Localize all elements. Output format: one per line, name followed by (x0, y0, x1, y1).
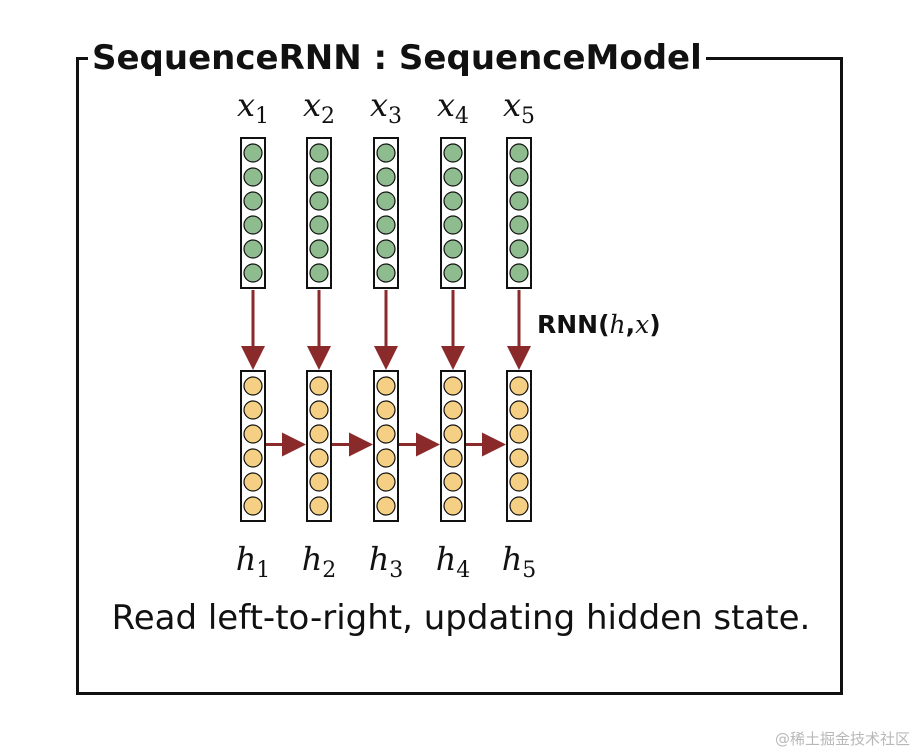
hidden-vector-1-unit (243, 472, 263, 492)
hidden-label-3: h3 (368, 540, 404, 583)
hidden-vector-2-unit (309, 448, 329, 468)
input-vector-1-unit (243, 143, 263, 163)
hidden-vector-1-box (240, 370, 266, 522)
input-vector-5-unit (509, 143, 529, 163)
input-vector-5-box (506, 137, 532, 289)
hidden-vector-5-unit (509, 472, 529, 492)
input-vector-1-unit (243, 263, 263, 283)
input-label-3: x3 (369, 86, 403, 129)
input-vector-3-box (373, 137, 399, 289)
watermark: @稀土掘金技术社区 (774, 730, 910, 748)
input-vector-3-unit (376, 167, 396, 187)
input-vector-5-unit (509, 263, 529, 283)
hidden-vector-2-unit (309, 496, 329, 516)
hidden-vector-4-unit (443, 424, 463, 444)
input-vector-5-unit (509, 215, 529, 235)
input-vector-3-unit (376, 239, 396, 259)
hidden-vector-2-unit (309, 472, 329, 492)
input-vector-2-unit (309, 239, 329, 259)
hidden-vector-3-unit (376, 472, 396, 492)
hidden-vector-3-unit (376, 400, 396, 420)
input-label-4: x4 (436, 86, 470, 129)
caption: Read left-to-right, updating hidden stat… (111, 598, 811, 638)
hidden-vector-5-unit (509, 448, 529, 468)
hidden-vector-5-unit (509, 376, 529, 396)
hidden-vector-4-unit (443, 400, 463, 420)
hidden-vector-1-unit (243, 496, 263, 516)
hidden-vector-2-unit (309, 376, 329, 396)
hidden-vector-1-unit (243, 376, 263, 396)
input-vector-2-unit (309, 143, 329, 163)
input-vector-1-unit (243, 215, 263, 235)
hidden-vector-5-unit (509, 400, 529, 420)
input-vector-4-unit (443, 263, 463, 283)
input-vector-1-unit (243, 167, 263, 187)
input-vector-2-unit (309, 263, 329, 283)
input-vector-4-unit (443, 143, 463, 163)
hidden-vector-1-unit (243, 400, 263, 420)
input-label-5: x5 (502, 86, 536, 129)
input-vector-4-unit (443, 191, 463, 211)
input-vector-4-unit (443, 239, 463, 259)
hidden-vector-2-unit (309, 400, 329, 420)
input-vector-2-unit (309, 167, 329, 187)
input-vector-4-unit (443, 167, 463, 187)
input-vector-2-unit (309, 215, 329, 235)
hidden-vector-3-unit (376, 496, 396, 516)
input-vector-3-unit (376, 143, 396, 163)
hidden-vector-3-unit (376, 376, 396, 396)
input-vector-5-unit (509, 239, 529, 259)
hidden-label-1: h1 (235, 540, 271, 583)
input-vector-3-unit (376, 191, 396, 211)
hidden-vector-3-unit (376, 424, 396, 444)
hidden-vector-4-unit (443, 376, 463, 396)
hidden-label-4: h4 (435, 540, 471, 583)
hidden-vector-5-unit (509, 424, 529, 444)
hidden-vector-5-unit (509, 496, 529, 516)
hidden-label-2: h2 (301, 540, 337, 583)
input-label-2: x2 (302, 86, 336, 129)
input-label-1: x1 (236, 86, 270, 129)
hidden-vector-5-box (506, 370, 532, 522)
input-vector-4-box (440, 137, 466, 289)
hidden-vector-4-box (440, 370, 466, 522)
input-vector-5-unit (509, 191, 529, 211)
input-vector-2-unit (309, 191, 329, 211)
hidden-vector-4-unit (443, 472, 463, 492)
input-vector-2-box (306, 137, 332, 289)
input-vector-1-box (240, 137, 266, 289)
hidden-vector-4-unit (443, 496, 463, 516)
input-vector-1-unit (243, 191, 263, 211)
input-vector-3-unit (376, 263, 396, 283)
input-vector-4-unit (443, 215, 463, 235)
input-vector-5-unit (509, 167, 529, 187)
hidden-vector-1-unit (243, 448, 263, 468)
hidden-vector-1-unit (243, 424, 263, 444)
input-vector-3-unit (376, 215, 396, 235)
hidden-vector-2-unit (309, 424, 329, 444)
hidden-vector-2-box (306, 370, 332, 522)
hidden-vector-4-unit (443, 448, 463, 468)
hidden-label-5: h5 (501, 540, 537, 583)
hidden-vector-3-unit (376, 448, 396, 468)
input-vector-1-unit (243, 239, 263, 259)
model-title: SequenceRNN : SequenceModel (88, 36, 706, 80)
rnn-function-label: RNN(h,x) (537, 310, 661, 339)
hidden-vector-3-box (373, 370, 399, 522)
